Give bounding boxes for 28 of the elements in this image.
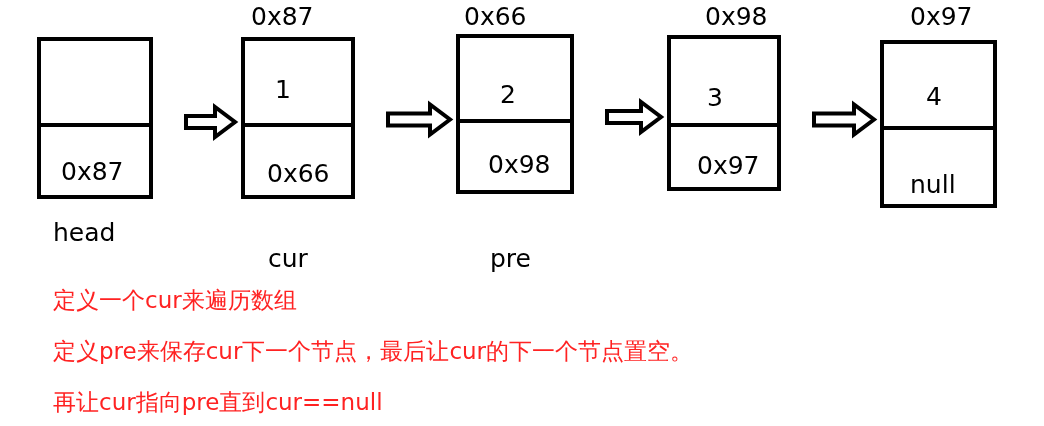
- hollow-arrow: [386, 100, 454, 139]
- pointer-field-text: 0x97: [697, 151, 760, 181]
- pointer-field-text: 0x98: [488, 150, 551, 180]
- data-field-text: 1: [275, 75, 291, 105]
- data-field-text: 4: [926, 82, 942, 112]
- note-text: 定义pre来保存cur下一个节点，最后让cur的下一个节点置空。: [53, 337, 694, 365]
- list-node-box: [241, 37, 355, 199]
- pointer-field-text: 0x66: [267, 159, 330, 189]
- address-label: 0x98: [705, 2, 768, 32]
- note-text: 定义一个cur来遍历数组: [53, 286, 297, 314]
- pointer-field-text: null: [910, 170, 956, 200]
- variable-label: pre: [490, 244, 531, 274]
- variable-label: head: [53, 218, 116, 248]
- note-text: 再让cur指向pre直到cur==null: [53, 388, 383, 416]
- data-field-text: 3: [707, 83, 723, 113]
- data-field-text: 2: [500, 80, 516, 110]
- address-label: 0x97: [910, 2, 973, 32]
- address-label: 0x66: [464, 2, 527, 32]
- hollow-arrow: [184, 103, 239, 141]
- pointer-field-text: 0x87: [61, 157, 124, 187]
- list-node-box: [37, 37, 153, 199]
- variable-label: cur: [268, 244, 308, 274]
- list-node-box: [456, 34, 574, 194]
- list-node-box: [880, 40, 997, 208]
- hollow-arrow: [812, 100, 878, 139]
- hollow-arrow: [605, 98, 665, 136]
- list-node-box: [667, 35, 781, 191]
- address-label: 0x87: [251, 2, 314, 32]
